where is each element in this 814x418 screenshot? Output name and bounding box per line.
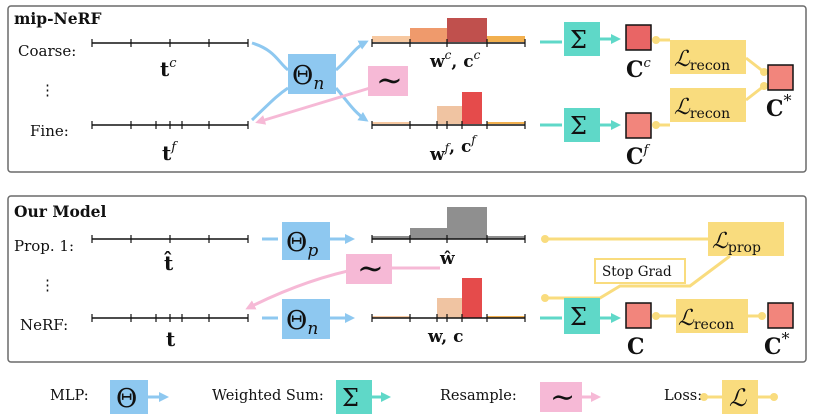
nerf-ray-samples [91, 314, 249, 322]
stop-grad-label: Stop Grad [602, 264, 672, 280]
coarse-sum-box [564, 22, 600, 56]
mlp-theta-n-box-bottom [282, 299, 330, 339]
gt-color-swatch-bottom [767, 302, 794, 329]
fine-histogram [371, 92, 526, 129]
legend-loss-label: Loss: [664, 388, 702, 404]
row-label-coarse: Coarse: [18, 42, 76, 60]
coarse-color-swatch [625, 24, 652, 51]
fine-sum-glyph: Σ [570, 112, 587, 140]
legend-resample-glyph: ∼ [550, 380, 575, 415]
nerf-color-swatch [625, 302, 652, 329]
t-fine-label: tf [162, 140, 178, 165]
row-label-dots-bottom: ⋮ [40, 276, 55, 294]
gt-color-swatch-top [767, 64, 794, 91]
legend-mlp-box [110, 380, 148, 414]
row-label-prop1: Prop. 1: [14, 237, 74, 255]
coarse-ray-samples [91, 39, 249, 47]
C-coarse-label: Cc [626, 56, 652, 83]
recon-loss-fine-box [670, 88, 746, 122]
row-label-fine: Fine: [30, 122, 69, 140]
wf-cf-label: wf, cf [429, 133, 478, 165]
recon-loss-box-bottom [676, 299, 748, 333]
legend-loss-glyph: ℒ [729, 384, 747, 412]
t-hat-label: t̂ [164, 249, 174, 275]
mipnerf-panel: mip-NeRF Coarse: ⋮ Fine: tc tf [7, 5, 807, 173]
coarse-sum-glyph: Σ [570, 26, 587, 54]
recon-loss-bottom-label: ℒrecon [678, 306, 734, 333]
fine-ray-samples [91, 121, 249, 129]
legend-resample-label: Resample: [440, 388, 517, 404]
nerf-sum-box [564, 298, 600, 334]
legend-sum-box [336, 380, 372, 414]
recon-loss-coarse-label: ℒrecon [674, 47, 730, 74]
mlp-theta-p-box [282, 222, 330, 260]
prop-loss-box [708, 222, 784, 256]
C-star-bottom-label: C* [764, 329, 790, 360]
row-label-dots: ⋮ [40, 81, 55, 99]
w-c-label: w, c [427, 327, 463, 347]
wc-cc-label: wc, cc [429, 48, 481, 72]
C-label: C [627, 334, 645, 360]
resample-arrow [255, 86, 371, 125]
resample-glyph-bottom: ∼ [357, 249, 384, 287]
mlp-theta-p-label: Θp [286, 228, 318, 261]
our-model-panel: Our Model Prop. 1: ⋮ NeRF: t̂ t [7, 195, 807, 363]
resample-glyph: ∼ [376, 61, 403, 99]
recon-loss-coarse-box [670, 40, 746, 74]
coarse-histogram [371, 18, 526, 47]
nerf-sum-glyph: Σ [570, 303, 587, 331]
prop-ray-samples [91, 235, 249, 243]
C-star-top-label: C* [766, 91, 792, 122]
mlp-theta-n-label: Θn [292, 61, 324, 94]
our-model-title: Our Model [14, 202, 107, 221]
fine-color-swatch [625, 112, 652, 139]
legend-sum-label: Weighted Sum: [212, 388, 324, 404]
mlp-to-fine-hist-arrow [334, 87, 369, 122]
legend-loss-box [722, 380, 758, 414]
mlp-to-coarse-hist-arrow [335, 40, 369, 72]
stop-grad-box [594, 258, 686, 284]
prop-histogram [371, 207, 526, 243]
mipnerf-title: mip-NeRF [14, 9, 101, 28]
legend-mlp-glyph: Θ [116, 384, 137, 414]
coarse-to-mlp-arrow [251, 41, 289, 72]
w-hat-label: ŵ [439, 249, 455, 269]
resample-box-bottom [346, 254, 392, 284]
legend: MLP: Θ Weighted Sum: Σ Resample: ∼ Loss:… [50, 380, 778, 415]
mlp-theta-n-box [288, 54, 336, 94]
legend-mlp-label: MLP: [50, 388, 89, 404]
fine-sum-box [564, 108, 600, 142]
C-fine-label: Cf [626, 143, 651, 170]
legend-sum-glyph: Σ [342, 384, 359, 412]
t-coarse-label: tc [160, 56, 177, 81]
mlp-theta-n-bottom-label: Θn [286, 306, 318, 339]
legend-resample-box [540, 382, 582, 412]
prop-loss-label: ℒprop [712, 229, 761, 256]
t-label: t [166, 327, 176, 351]
row-label-nerf: NeRF: [20, 316, 68, 334]
resample-box [368, 66, 408, 96]
recon-loss-fine-label: ℒrecon [674, 95, 730, 122]
nerf-histogram [371, 278, 526, 322]
